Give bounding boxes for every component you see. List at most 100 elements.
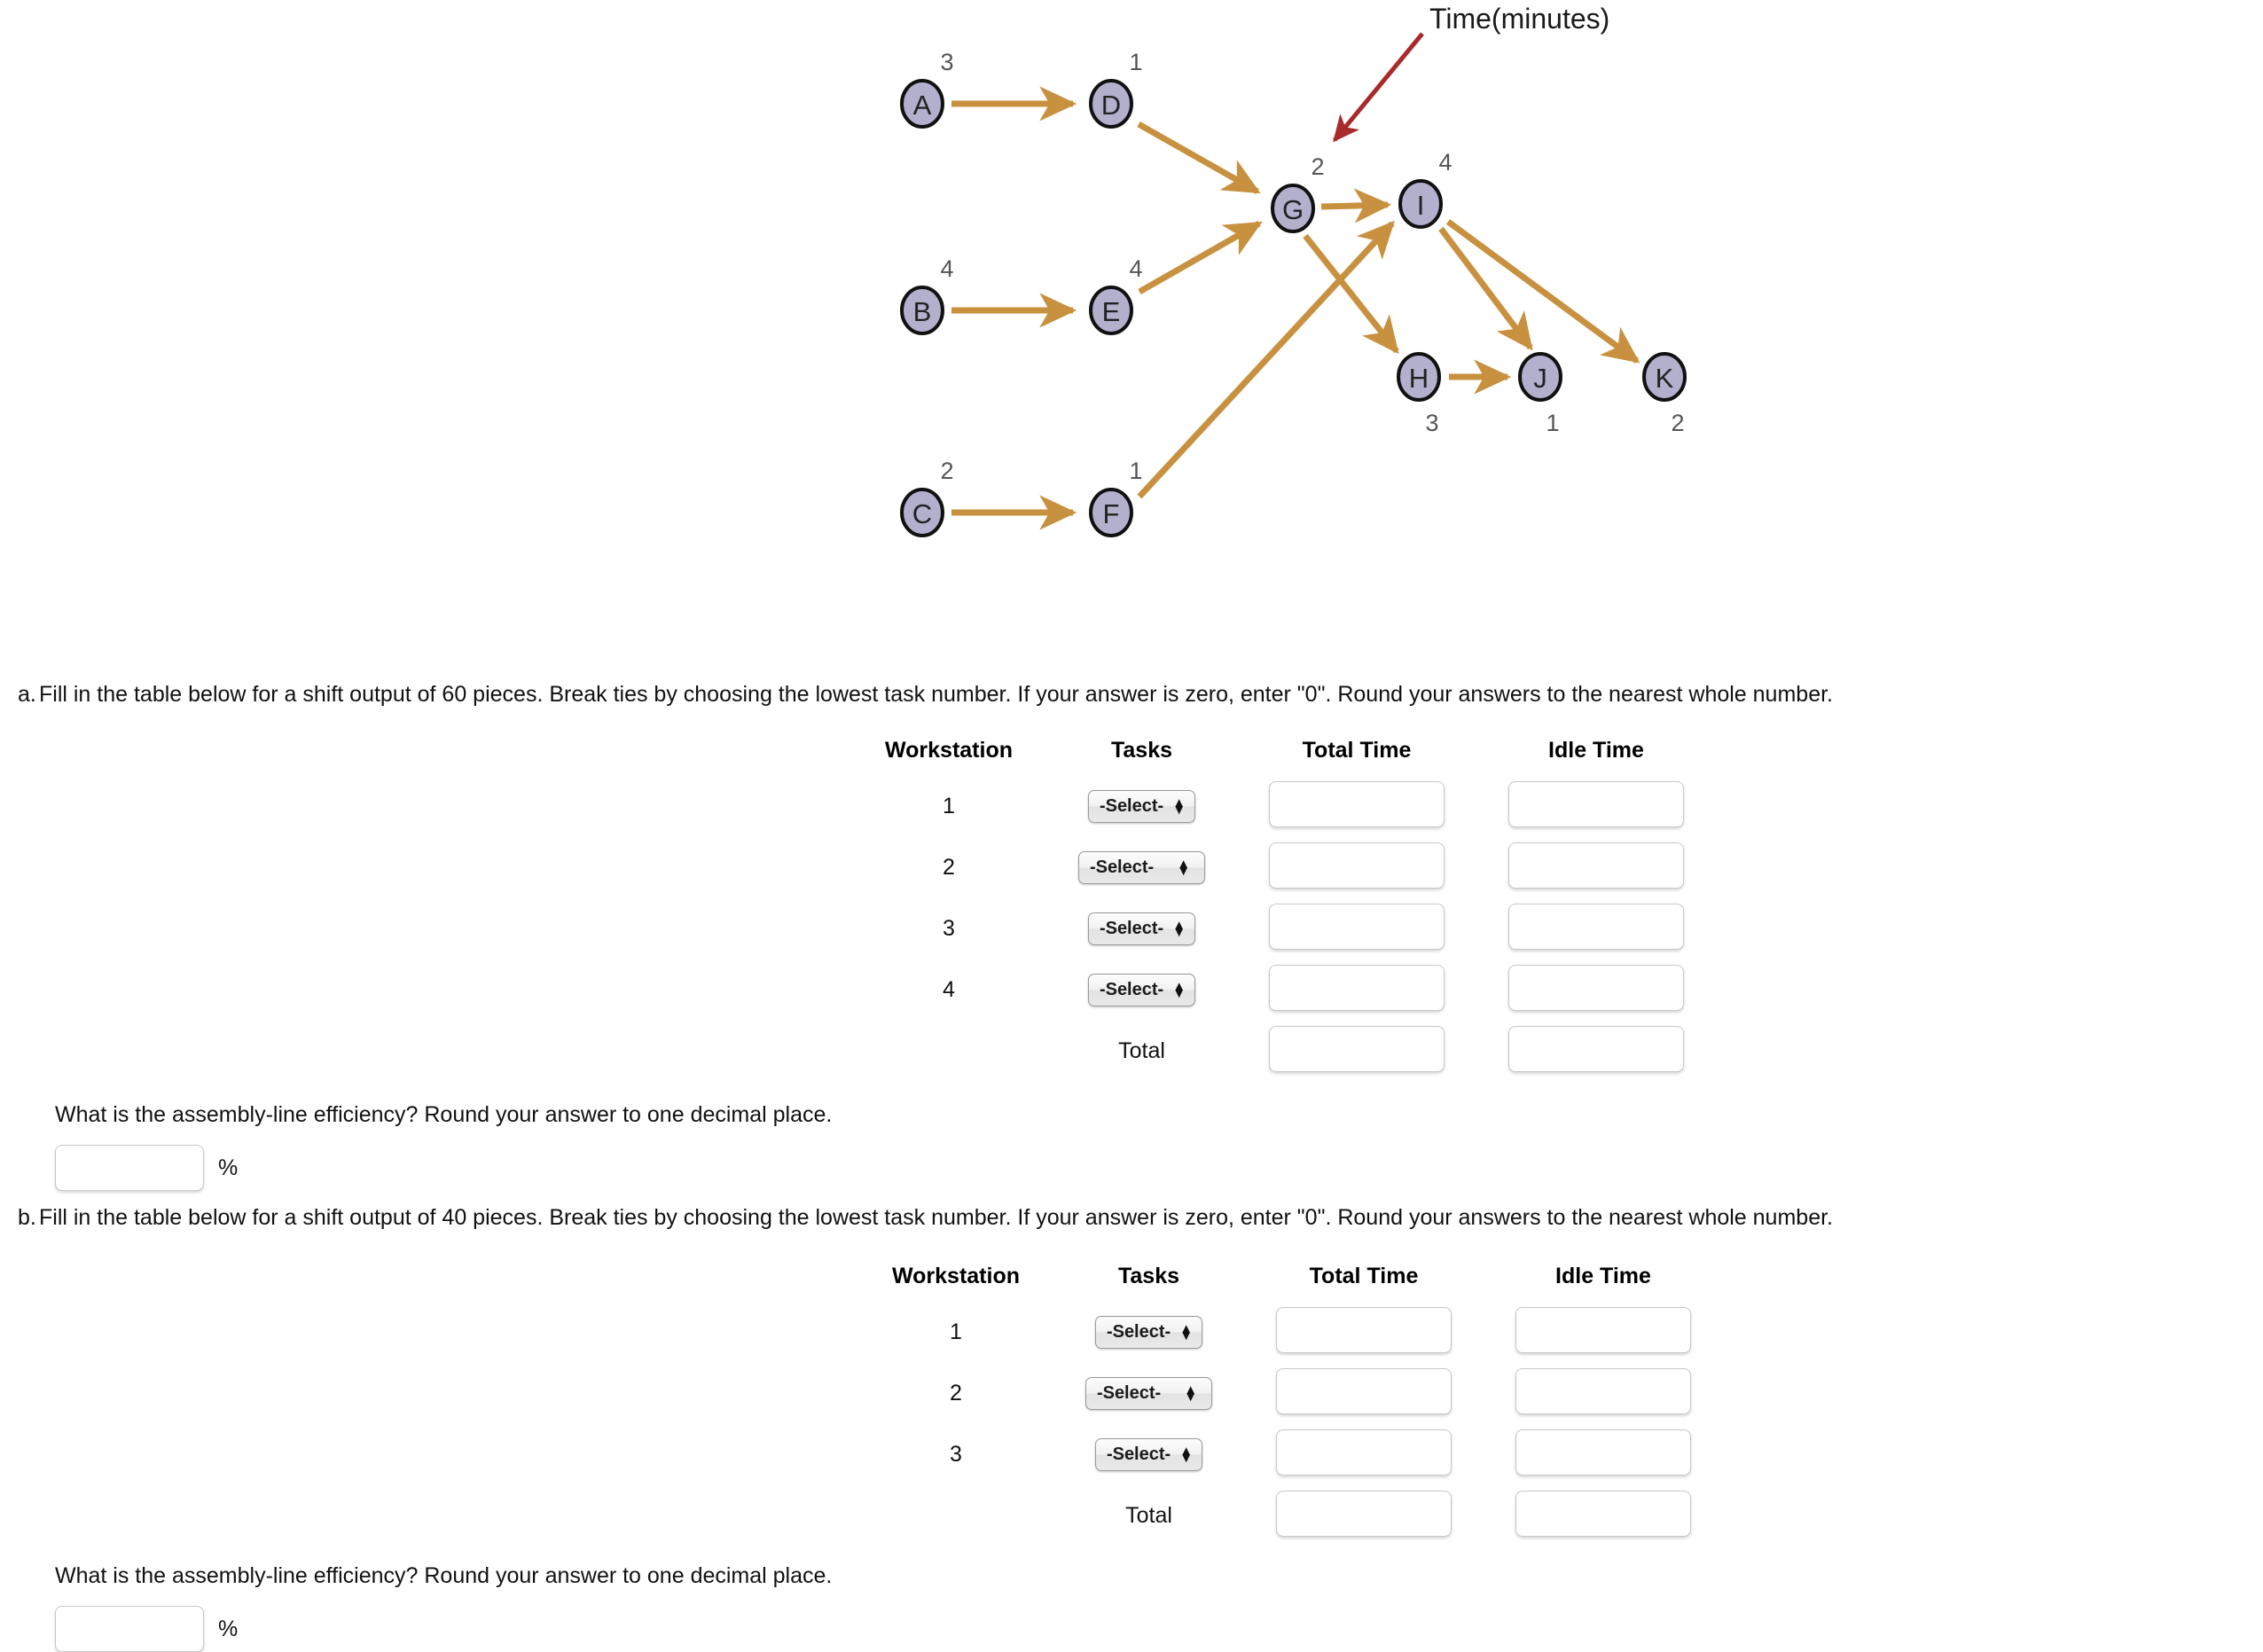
tasks-select-ws3[interactable]: -Select- ▲▼ [1087, 912, 1196, 945]
idle-time-cell [1476, 898, 1716, 959]
total-time-input-ws2[interactable] [1269, 842, 1445, 889]
total-time-input-b-ws3[interactable] [1276, 1429, 1452, 1476]
total-time-input-b-ws1[interactable] [1276, 1307, 1452, 1353]
node-a: A 3 [900, 49, 954, 129]
empty-cell [851, 1021, 1046, 1082]
tasks-select-b-ws2-value: -Select- [1096, 1383, 1162, 1403]
header-total-time: Total Time [1302, 738, 1412, 763]
total-time-cell [1237, 1021, 1476, 1082]
idle-time-cell [1476, 1021, 1716, 1082]
chevron-updown-icon: ▲▼ [1172, 795, 1186, 818]
table-row: 1 -Select- ▲▼ [858, 1302, 1723, 1363]
idle-time-input-b-ws1[interactable] [1515, 1307, 1691, 1353]
node-e: E 4 [1089, 255, 1143, 335]
part-a-marker: a. [18, 682, 36, 707]
header-workstation: Workstation [892, 1264, 1020, 1288]
table-row: 1 -Select- ▲▼ [851, 776, 1716, 837]
total-time-input-ws3[interactable] [1269, 904, 1445, 950]
precedence-diagram-svg: Time(minutes) A 3 D 1 B 4 E 4 [900, 3, 1687, 537]
node-c-time: 2 [940, 458, 953, 484]
header-workstation: Workstation [885, 738, 1013, 763]
idle-time-cell [1484, 1302, 1723, 1363]
header-tasks: Tasks [1110, 738, 1173, 763]
table-row: 2 -Select- ▲▼ [851, 837, 1716, 898]
part-b-efficiency-block: What is the assembly-line efficiency? Ro… [0, 1563, 2263, 1589]
part-b-table: Workstation Tasks Total Time Idle Time 1… [858, 1264, 1723, 1546]
part-b-marker: b. [18, 1205, 36, 1230]
part-b-table-wrap: Workstation Tasks Total Time Idle Time 1… [0, 1264, 2263, 1546]
tasks-select-ws2-value: -Select- [1089, 857, 1155, 877]
idle-time-input-ws1[interactable] [1508, 781, 1684, 827]
node-j-label: J [1533, 363, 1547, 394]
part-a-percent-row: % [0, 1145, 2263, 1191]
idle-time-input-b-ws2[interactable] [1515, 1368, 1691, 1414]
tasks-select-b-ws3[interactable]: -Select- ▲▼ [1094, 1438, 1203, 1471]
part-a-header-row: Workstation Tasks Total Time Idle Time [851, 738, 1716, 776]
tasks-cell: -Select- ▲▼ [1046, 776, 1237, 837]
tasks-select-ws2[interactable]: -Select- ▲▼ [1077, 851, 1206, 884]
total-time-input-b-total[interactable] [1276, 1491, 1452, 1537]
tasks-cell: -Select- ▲▼ [1046, 898, 1237, 959]
node-i-time: 4 [1438, 149, 1452, 176]
empty-cell [858, 1485, 1053, 1546]
total-time-input-ws4[interactable] [1269, 965, 1445, 1011]
total-time-input-total[interactable] [1269, 1026, 1445, 1072]
total-time-cell [1237, 898, 1476, 959]
total-time-cell [1237, 776, 1476, 837]
total-time-input-b-ws2[interactable] [1276, 1368, 1452, 1414]
idle-time-input-b-ws3[interactable] [1515, 1429, 1691, 1476]
part-a-efficiency-input[interactable] [55, 1145, 204, 1191]
node-j-time: 1 [1546, 410, 1559, 436]
idle-time-input-ws4[interactable] [1508, 965, 1684, 1011]
edge-g-i [1320, 188, 1392, 223]
idle-time-input-b-total[interactable] [1515, 1491, 1691, 1537]
node-h-time: 3 [1425, 410, 1438, 436]
idle-time-input-total[interactable] [1508, 1026, 1684, 1072]
part-a-table-wrap: Workstation Tasks Total Time Idle Time 1… [0, 738, 2263, 1082]
node-k: K 2 [1642, 352, 1687, 436]
part-a-percent-sign: % [218, 1155, 239, 1180]
table-row: 3 -Select- ▲▼ [858, 1424, 1723, 1485]
node-c-label: C [912, 498, 932, 529]
tasks-cell: -Select- ▲▼ [1053, 1424, 1244, 1485]
part-b-prompt-line: b. Fill in the table below for a shift o… [0, 1203, 2263, 1233]
part-b-header-row: Workstation Tasks Total Time Idle Time [858, 1264, 1723, 1302]
workstation-number: 2 [950, 1381, 962, 1405]
part-b-efficiency-answer-row: % [0, 1606, 2263, 1652]
part-a-efficiency-question: What is the assembly-line efficiency? Ro… [55, 1102, 833, 1127]
part-a-prompt-line: a. Fill in the table below for a shift o… [0, 680, 2263, 710]
idle-time-input-ws2[interactable] [1508, 842, 1684, 889]
node-e-time: 4 [1129, 255, 1142, 282]
node-f: F 1 [1089, 458, 1143, 537]
workstation-number: 4 [943, 977, 955, 1002]
tasks-select-ws1[interactable]: -Select- ▲▼ [1087, 790, 1196, 823]
node-c: C 2 [900, 458, 954, 537]
chevron-updown-icon: ▲▼ [1179, 1320, 1194, 1343]
time-annotation-label: Time(minutes) [1429, 3, 1609, 35]
table-row: 3 -Select- ▲▼ [851, 898, 1716, 959]
idle-time-input-ws3[interactable] [1508, 904, 1684, 950]
header-total-time: Total Time [1309, 1264, 1419, 1288]
edge-d-g [1137, 121, 1261, 195]
edge-f-i [1137, 220, 1395, 499]
idle-time-cell [1484, 1424, 1723, 1485]
chevron-updown-icon: ▲▼ [1177, 856, 1191, 879]
node-b: B 4 [900, 255, 954, 335]
tasks-select-b-ws1[interactable]: -Select- ▲▼ [1094, 1316, 1203, 1349]
tasks-select-ws4[interactable]: -Select- ▲▼ [1087, 974, 1196, 1006]
precedence-diagram: Time(minutes) A 3 D 1 B 4 E 4 [0, 0, 2263, 621]
chevron-updown-icon: ▲▼ [1179, 1443, 1194, 1466]
tasks-select-b-ws1-value: -Select- [1106, 1322, 1171, 1342]
tasks-select-b-ws2[interactable]: -Select- ▲▼ [1085, 1377, 1213, 1410]
header-idle-time: Idle Time [1555, 1264, 1651, 1288]
tasks-cell: -Select- ▲▼ [1046, 837, 1237, 898]
node-d: D 1 [1089, 49, 1143, 129]
node-i: I 4 [1398, 149, 1453, 229]
node-a-label: A [913, 90, 932, 121]
node-k-time: 2 [1671, 410, 1684, 436]
part-a-table: Workstation Tasks Total Time Idle Time 1… [851, 738, 1716, 1082]
part-b-efficiency-input[interactable] [55, 1606, 204, 1652]
tasks-select-ws4-value: -Select- [1099, 980, 1164, 999]
node-a-time: 3 [940, 49, 953, 75]
total-time-input-ws1[interactable] [1269, 781, 1445, 827]
